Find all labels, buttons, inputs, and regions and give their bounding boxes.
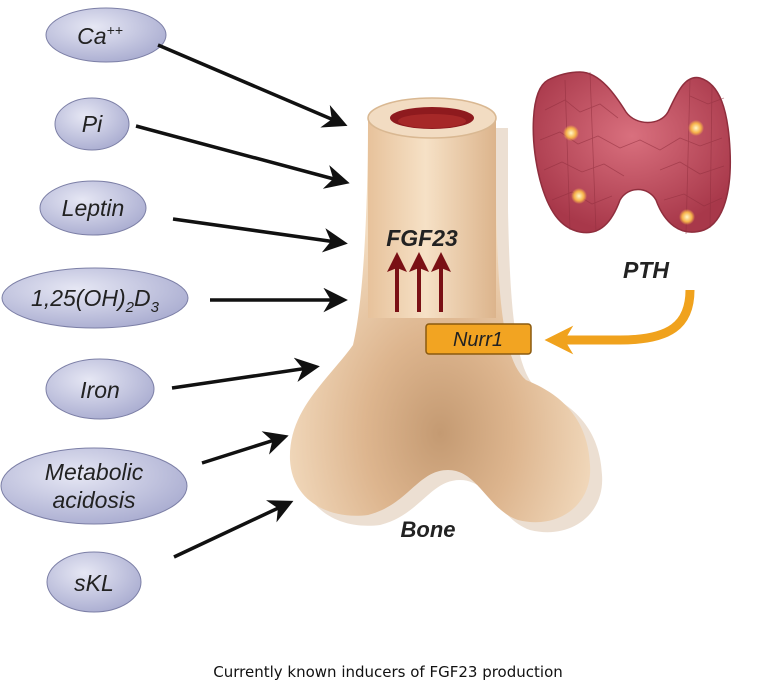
inducer-skl: sKL bbox=[46, 551, 142, 613]
nurr1-box: Nurr1 bbox=[425, 323, 532, 355]
arrow-iron bbox=[171, 357, 320, 390]
inducer-metabolic-line2: acidosis bbox=[52, 487, 136, 513]
inducer-vitamin-d-mid: D bbox=[134, 285, 151, 311]
inducer-skl-text: sKL bbox=[74, 570, 114, 596]
inducer-iron: Iron bbox=[45, 358, 155, 420]
inducer-metabolic-acidosis: Metabolic acidosis bbox=[0, 447, 188, 525]
inducer-metabolic-line1: Metabolic bbox=[45, 459, 144, 485]
inducer-ca: Ca++ bbox=[45, 7, 167, 63]
thyroid-gland bbox=[532, 71, 732, 235]
arrow-metabolic bbox=[201, 431, 289, 465]
bone-shaft bbox=[368, 118, 496, 318]
inducer-vitamin-d-sub1: 2 bbox=[125, 299, 135, 316]
thyroid-shape bbox=[532, 71, 732, 234]
pth-arrow bbox=[544, 289, 695, 355]
inducer-pi-text: Pi bbox=[82, 111, 103, 137]
arrow-ca bbox=[157, 43, 348, 128]
svg-text:Ca++: Ca++ bbox=[77, 22, 123, 49]
inducer-leptin: Leptin bbox=[39, 180, 147, 236]
bone-marrow-inner bbox=[398, 114, 466, 128]
inducer-vitamin-d: 1,25(OH)2D3 bbox=[1, 267, 189, 329]
inducer-ca-superscript: ++ bbox=[107, 22, 123, 38]
parathyroid-gland bbox=[679, 209, 695, 225]
inducer-pi: Pi bbox=[54, 97, 130, 151]
arrow-leptin bbox=[172, 217, 348, 253]
inducer-vitamin-d-sub2: 3 bbox=[151, 299, 160, 316]
bone-label: Bone bbox=[401, 517, 456, 542]
inducer-vitamin-d-text: 1,25(OH) bbox=[31, 285, 126, 311]
parathyroid-gland bbox=[688, 120, 704, 136]
inducer-leptin-text: Leptin bbox=[62, 195, 125, 221]
arrow-skl bbox=[173, 500, 294, 559]
pth-label: PTH bbox=[623, 257, 669, 283]
figure-caption: Currently known inducers of FGF23 produc… bbox=[213, 663, 563, 681]
parathyroid-gland bbox=[563, 125, 579, 141]
parathyroid-gland bbox=[571, 188, 587, 204]
nurr1-label: Nurr1 bbox=[453, 329, 503, 351]
inducer-ca-text: Ca bbox=[77, 23, 106, 49]
arrow-pi bbox=[135, 124, 350, 189]
up-arrows bbox=[387, 252, 451, 312]
svg-text:1,25(OH)2D3: 1,25(OH)2D3 bbox=[31, 285, 160, 316]
inducer-arrows bbox=[135, 43, 350, 559]
bone-body bbox=[289, 118, 591, 523]
inducer-iron-text: Iron bbox=[80, 377, 120, 403]
fgf23-label: FGF23 bbox=[386, 225, 458, 251]
